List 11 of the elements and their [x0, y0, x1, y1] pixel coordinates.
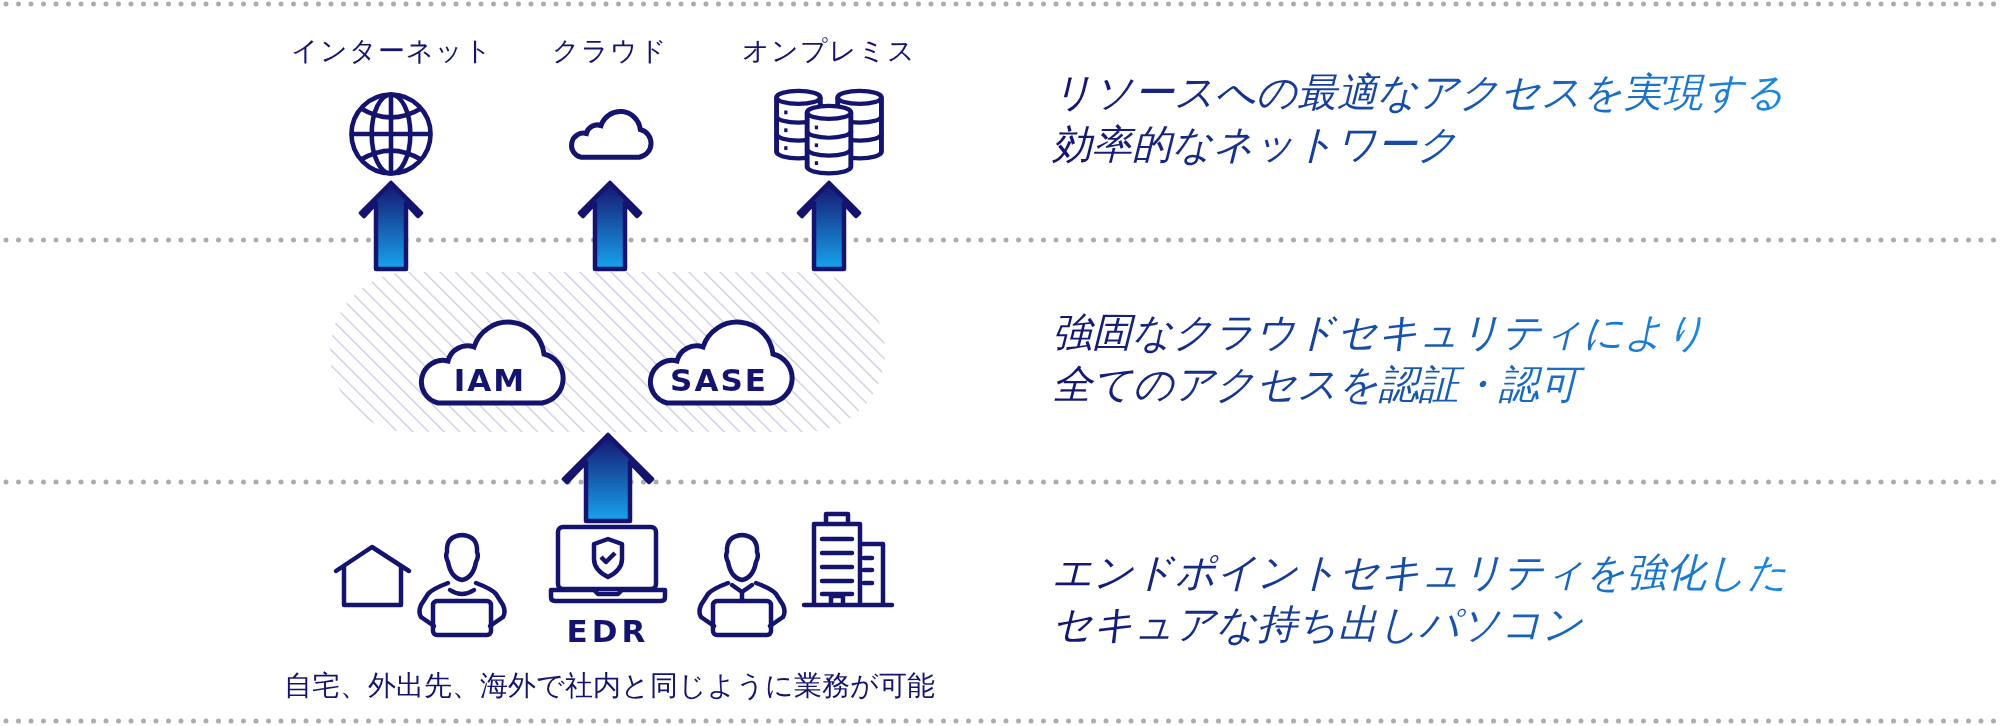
- arrow: [796, 180, 862, 272]
- caption-text: 自宅、外出先、海外で社内と同じように業務が可能: [282, 668, 936, 704]
- device-label: EDR: [565, 612, 651, 650]
- icon-label: インターネット: [291, 34, 491, 68]
- arrow: [561, 432, 655, 524]
- service-label: SASE: [669, 361, 769, 399]
- icon-label: クラウド: [551, 34, 669, 68]
- arrow: [358, 180, 424, 272]
- icon-label: オンプレミス: [741, 34, 917, 68]
- service-label: IAM: [452, 361, 528, 399]
- arrow: [577, 180, 643, 272]
